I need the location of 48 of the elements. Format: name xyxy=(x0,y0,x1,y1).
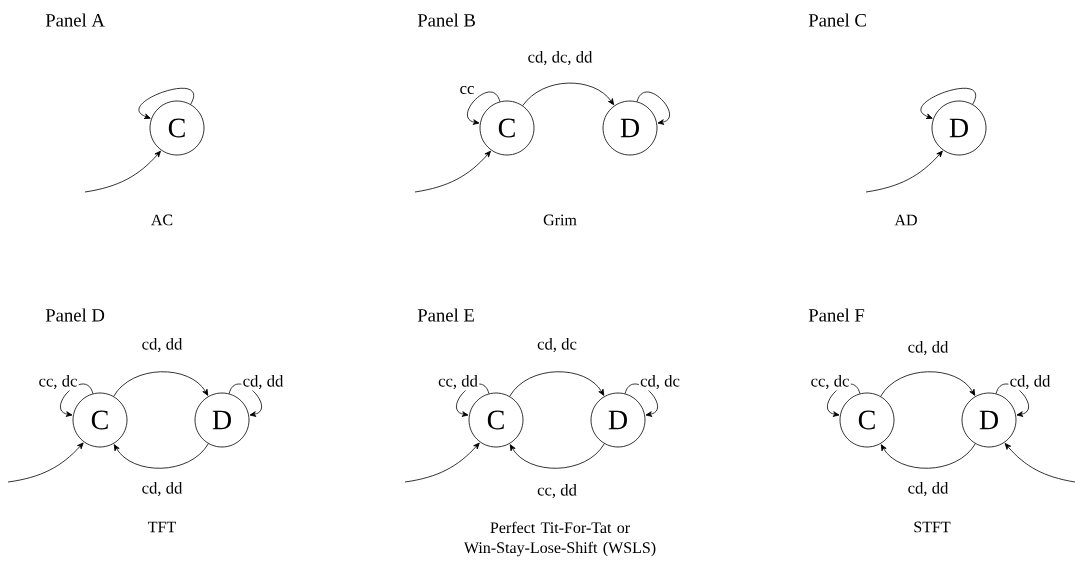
self-loop-arrow xyxy=(456,383,490,417)
edge-label: cc, dc xyxy=(37,373,79,391)
start-arrow xyxy=(404,442,480,483)
edge-label: cc, dd xyxy=(535,482,579,500)
start-arrow xyxy=(84,150,161,193)
strategy-name: Perfect Tit-For-Tat or Win-Stay-Lose-Shift (WSLS) xyxy=(463,521,656,557)
panel-title: Panel F xyxy=(808,308,865,322)
edge-label: cd, dc, dd xyxy=(526,49,594,67)
transition-arrow xyxy=(522,82,615,106)
edge-label: cc xyxy=(458,84,476,96)
edge-label: cd, dc xyxy=(535,336,579,354)
self-loop-arrow xyxy=(995,383,1029,417)
edge-label: cc, dd xyxy=(436,373,480,391)
edge-label: cd, dd xyxy=(140,336,184,354)
self-loop-arrow xyxy=(827,383,861,417)
strategy-name: Grim xyxy=(543,214,577,226)
self-loop-arrow xyxy=(624,383,658,417)
self-loop-arrow xyxy=(228,383,262,417)
transition-arrow xyxy=(880,371,976,397)
transition-arrow xyxy=(509,371,605,397)
edge-label: cd, dd xyxy=(140,480,184,498)
start-arrow xyxy=(414,150,491,193)
edge-label: cd, dd xyxy=(906,480,950,498)
panel-title: Panel C xyxy=(808,13,866,27)
self-loop-arrow xyxy=(920,87,977,119)
self-loop-arrow xyxy=(138,87,195,119)
panel-title: Panel B xyxy=(417,13,475,27)
transition-arrow xyxy=(113,371,209,397)
start-arrow xyxy=(1004,443,1075,483)
panel-title: Panel A xyxy=(45,13,105,27)
strategy-name: TFT xyxy=(148,521,176,533)
transition-arrow xyxy=(509,443,605,469)
start-arrow xyxy=(7,442,84,483)
strategy-name: AC xyxy=(151,214,173,226)
strategy-name: AD xyxy=(894,214,917,226)
panel-title: Panel D xyxy=(45,308,105,322)
edge-label: cc, dc xyxy=(809,373,851,391)
edge-label: cd, dd xyxy=(1008,373,1052,391)
start-arrow xyxy=(865,150,943,193)
transition-arrow xyxy=(880,443,976,469)
edge-label: cd, dc xyxy=(638,373,682,391)
self-loop-arrow xyxy=(467,91,501,125)
transition-arrow xyxy=(113,443,209,469)
edge-label: cd, dd xyxy=(241,373,285,391)
panel-title: Panel E xyxy=(417,308,474,322)
edge-label: cd, dd xyxy=(906,339,950,357)
strategy-name: STFT xyxy=(914,521,951,533)
self-loop-arrow xyxy=(60,383,94,417)
